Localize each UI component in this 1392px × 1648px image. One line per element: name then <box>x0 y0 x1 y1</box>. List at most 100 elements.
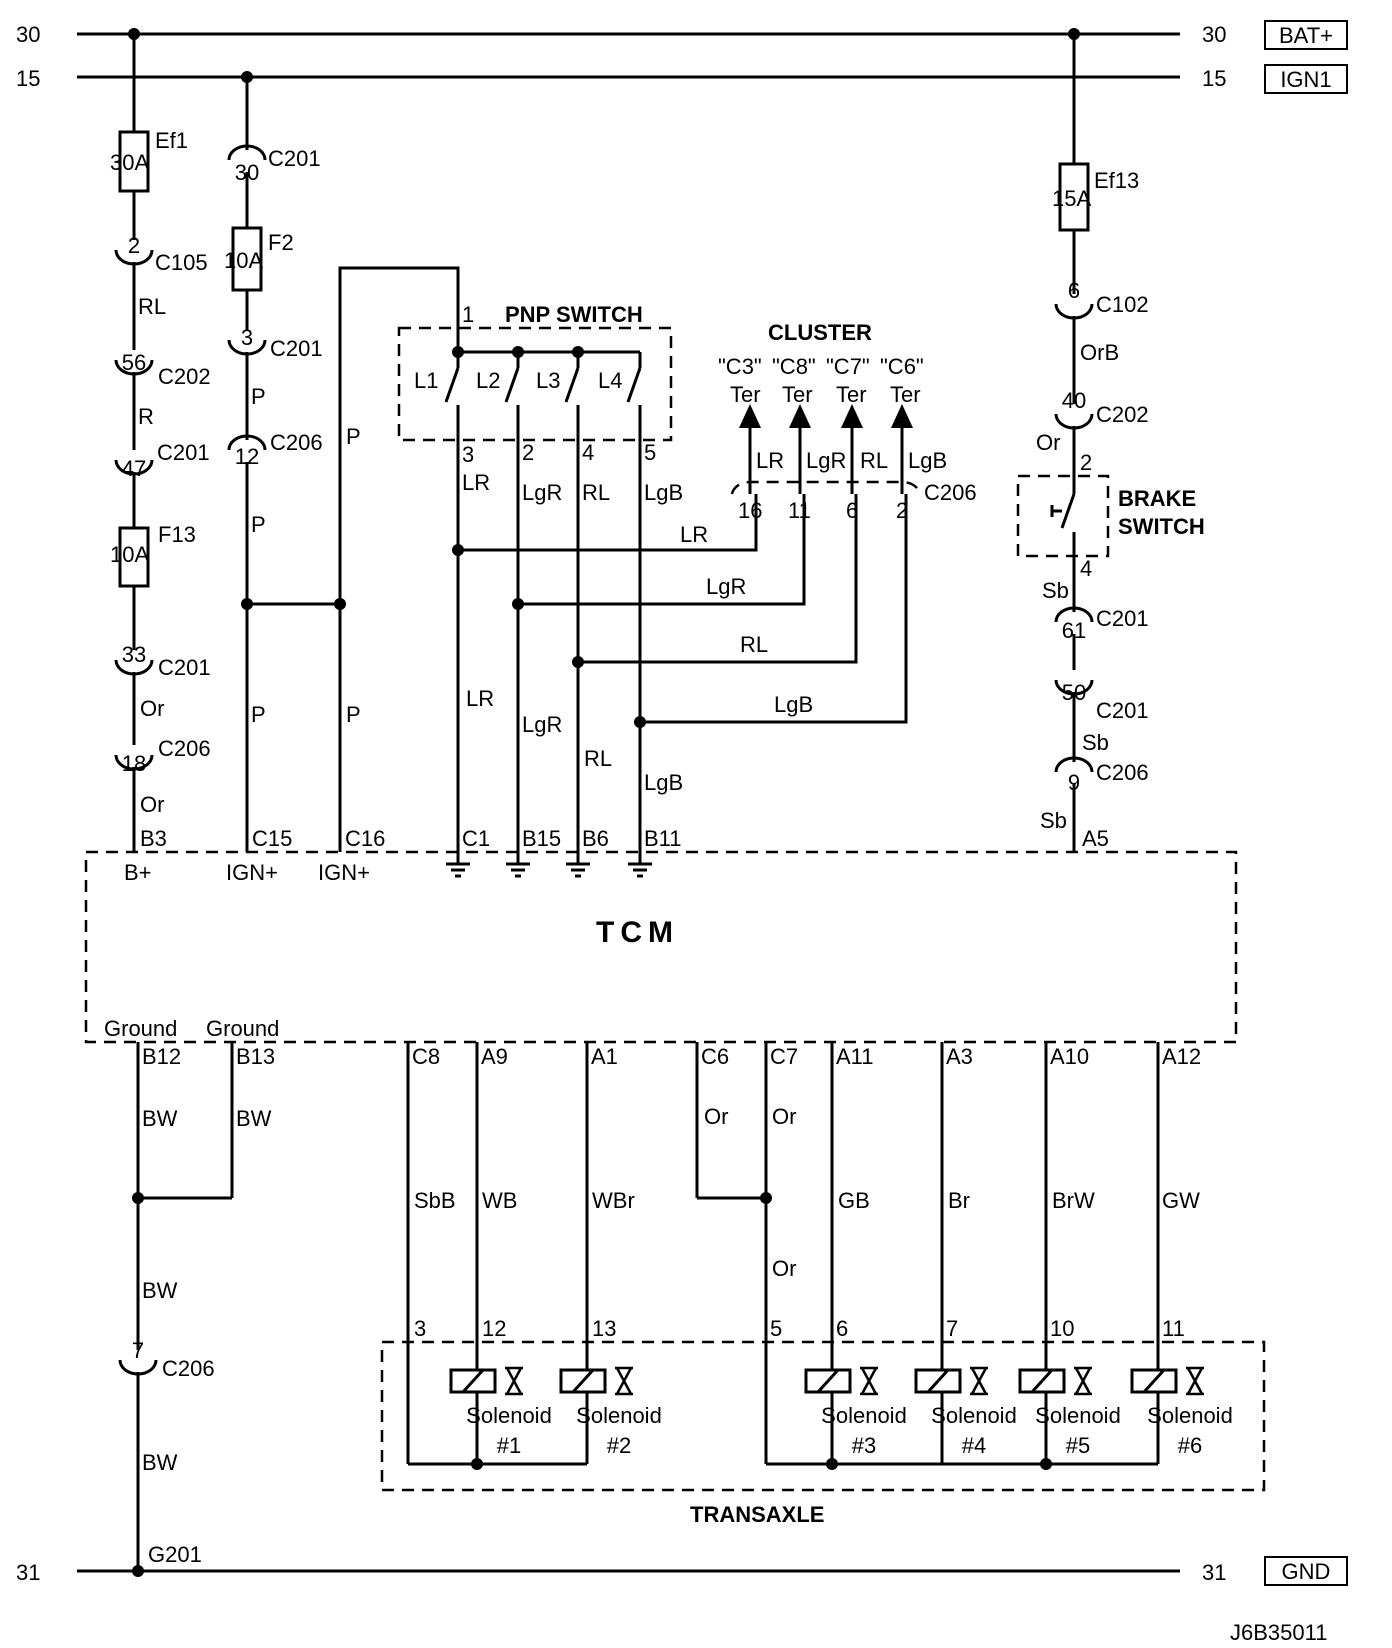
tcm-pin-b6: B6 <box>582 826 609 851</box>
cluster-wire-lgb: LgB <box>908 448 947 473</box>
tcm-pin-c6: C6 <box>701 1044 729 1069</box>
transaxle-pin-5: 5 <box>770 1316 782 1341</box>
wire-color-p-1: P <box>251 384 266 409</box>
connector-c206-c-symbol <box>1054 756 1094 773</box>
connector-c201-b-symbol <box>114 659 154 676</box>
cluster-pin-16: 16 <box>738 498 762 523</box>
connector-c206-b-pin: 12 <box>235 444 259 469</box>
wire-color-lgr-3: LgR <box>522 712 562 737</box>
connector-c202-b-name: C202 <box>1096 402 1149 427</box>
connector-c102-symbol <box>1054 303 1094 320</box>
tcm-pin-a1: A1 <box>591 1044 618 1069</box>
ground-point-g201: G201 <box>148 1542 202 1567</box>
transaxle-pin-6: 6 <box>836 1316 848 1341</box>
connector-c206-cluster-symbol <box>730 480 922 495</box>
pnp-pin-2: 2 <box>522 440 534 465</box>
cluster-arrows <box>739 404 913 494</box>
connector-c201-c-name: C201 <box>268 146 321 171</box>
tcm-pin-a11: A11 <box>836 1044 874 1069</box>
transaxle-pin-3: 3 <box>414 1316 426 1341</box>
wire-color-sb-3: Sb <box>1040 808 1067 833</box>
bus-30-tag: BAT+ <box>1279 23 1333 48</box>
connector-c206-c-pin: 9 <box>1068 770 1080 795</box>
tcm-pin-a9: A9 <box>481 1044 508 1069</box>
connector-c206-b-name: C206 <box>270 430 323 455</box>
wire-color-orb: OrB <box>1080 340 1119 365</box>
fuse-f2-name: F2 <box>268 230 294 255</box>
wire-color-lr-1: LR <box>462 470 490 495</box>
fuse-f2-rating: 10A <box>224 248 263 273</box>
solenoid-valve-icon <box>1186 1366 1204 1396</box>
pnp-contact-l3: L3 <box>536 368 560 393</box>
connector-c202-pin: 56 <box>122 350 146 375</box>
fuse-f13-symbol <box>118 526 150 588</box>
wire-color-or-1: Or <box>140 696 164 721</box>
bus-31-left-label: 31 <box>16 1560 40 1585</box>
solenoid-number: #1 <box>497 1433 521 1458</box>
connector-c201-c-symbol <box>227 144 267 161</box>
tcm-pin-c8: C8 <box>412 1044 440 1069</box>
wire-color-br: Br <box>948 1188 970 1213</box>
cluster-term-c6-label: Ter <box>890 382 921 407</box>
tcm-pin-b11: B11 <box>644 826 682 851</box>
pnp-pin-5: 5 <box>644 440 656 465</box>
cluster-term-c3-label: Ter <box>730 382 761 407</box>
wire-color-p-2: P <box>251 512 266 537</box>
solenoid-wires <box>406 1042 1160 1470</box>
connector-c201-b-pin: 33 <box>122 642 146 667</box>
solenoid-5: Solenoid#5 <box>1018 1366 1121 1458</box>
connector-c206-b-symbol <box>227 434 267 451</box>
wire-color-wb: WB <box>482 1188 517 1213</box>
tcm-ground-label-2: Ground <box>206 1016 279 1041</box>
wire-color-sb-1: Sb <box>1042 578 1069 603</box>
solenoid-6: Solenoid#6 <box>1130 1366 1233 1458</box>
brake-switch-pin-4: 4 <box>1080 556 1092 581</box>
solenoid-valve-icon <box>860 1366 878 1396</box>
connector-c206-a-name: C206 <box>158 736 211 761</box>
bus-30-left-label: 30 <box>16 22 40 47</box>
wire-color-bw-2: BW <box>236 1106 272 1131</box>
fuse-f2-symbol <box>231 226 263 292</box>
cluster-term-c6-name: "C6" <box>880 354 924 379</box>
fuse-ef1-rating: 30A <box>110 150 149 175</box>
cluster-title: CLUSTER <box>768 320 872 345</box>
ign-branch-wires <box>241 77 346 852</box>
solenoid-number: #5 <box>1066 1433 1090 1458</box>
cluster-term-c8-name: "C8" <box>772 354 816 379</box>
solenoid-number: #2 <box>607 1433 631 1458</box>
pnp-contact-l2: L2 <box>476 368 500 393</box>
wire-color-rl-3: RL <box>584 746 612 771</box>
pnp-pin-3: 3 <box>462 442 474 467</box>
cluster-term-c3-name: "C3" <box>718 354 762 379</box>
pnp-switch-box <box>397 326 673 442</box>
wire-color-lr-3: LR <box>466 686 494 711</box>
wire-color-lgb-3: LgB <box>644 770 683 795</box>
bus-lines <box>77 28 1180 1577</box>
solenoid-number: #4 <box>962 1433 986 1458</box>
solenoid-valve-icon <box>1074 1366 1092 1396</box>
connector-c201-f-pin: 50 <box>1062 680 1086 705</box>
brake-switch-pin-2: 2 <box>1080 450 1092 475</box>
tcm-pin-a12: A12 <box>1162 1044 1201 1069</box>
transaxle-pin-7: 7 <box>946 1316 958 1341</box>
tcm-pin-b13: B13 <box>236 1044 275 1069</box>
tcm-pin-c15: C15 <box>252 826 292 851</box>
wire-color-lgb-2: LgB <box>774 692 813 717</box>
cluster-pin-11: 11 <box>788 498 811 523</box>
solenoid-number: #3 <box>852 1433 876 1458</box>
bus-31-right-label: 31 <box>1202 1560 1226 1585</box>
brake-branch-wires <box>1050 34 1076 852</box>
connector-c206-d-symbol <box>118 1359 158 1376</box>
bus-31-tag: GND <box>1282 1559 1331 1584</box>
cluster-wire-lgr: LgR <box>806 448 846 473</box>
wire-color-p-4: P <box>346 424 361 449</box>
bus-15-right-label: 15 <box>1202 66 1226 91</box>
solenoid-1: Solenoid#1 <box>449 1366 552 1458</box>
wire-color-sb-2: Sb <box>1082 730 1109 755</box>
fuse-f13-rating: 10A <box>110 542 149 567</box>
wire-color-or-2: Or <box>140 792 164 817</box>
transaxle-pin-12: 12 <box>482 1316 506 1341</box>
connector-c201-f-name: C201 <box>1096 698 1149 723</box>
